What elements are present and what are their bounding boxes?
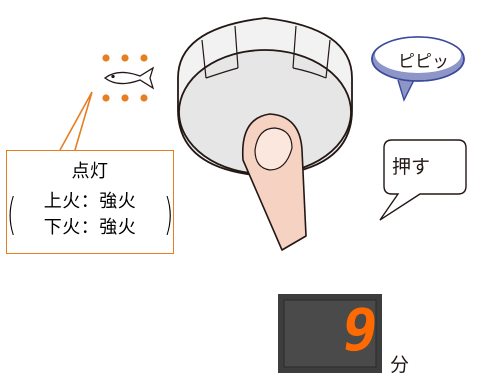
callout-pointer [59, 91, 93, 151]
timer-display [278, 294, 382, 373]
indicator-callout-box: 点灯 ( ) 上火：強火 下火：強火 [6, 150, 174, 254]
grill-fish-icon [103, 66, 155, 90]
minutes-unit-label: 分 [390, 354, 410, 376]
upper-heat-text: 上火：強火 [43, 191, 137, 212]
paren-left: ( [6, 189, 17, 240]
timer-digit: 9 [337, 296, 383, 364]
paren-right: ) [163, 189, 174, 240]
lower-heat-text: 下火：強火 [43, 217, 137, 238]
press-action-label: 押す [392, 156, 431, 178]
status-text: 点灯 [71, 161, 109, 182]
press-bubble [379, 139, 467, 221]
beep-sound-label: ピピッ [398, 52, 449, 72]
beep-bubble [371, 36, 465, 102]
indicator-lamps [102, 54, 148, 102]
pressing-finger [241, 113, 307, 251]
control-knob[interactable] [177, 17, 353, 177]
